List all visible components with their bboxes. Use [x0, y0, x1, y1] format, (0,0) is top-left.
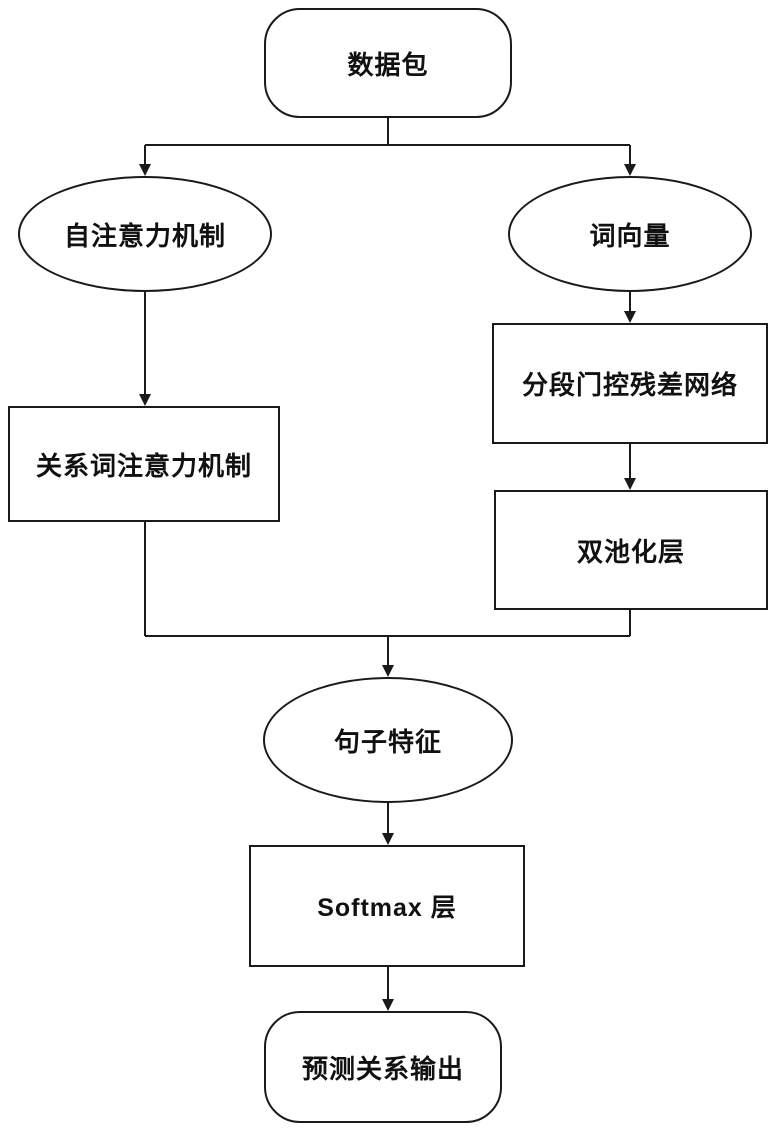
- node-prediction-output: 预测关系输出: [264, 1011, 502, 1123]
- node-word-vector: 词向量: [508, 176, 752, 292]
- node-sentence-features-label: 句子特征: [334, 722, 442, 759]
- node-piecewise-gated-residual-label: 分段门控残差网络: [522, 365, 738, 402]
- node-dual-pooling-label: 双池化层: [577, 532, 685, 569]
- node-self-attention-label: 自注意力机制: [64, 216, 226, 253]
- node-softmax-layer-label: Softmax 层: [317, 888, 457, 924]
- node-data-packet: 数据包: [264, 8, 512, 118]
- node-data-packet-label: 数据包: [347, 45, 428, 82]
- node-prediction-output-label: 预测关系输出: [302, 1049, 464, 1086]
- node-word-vector-label: 词向量: [589, 216, 670, 253]
- node-piecewise-gated-residual: 分段门控残差网络: [492, 323, 768, 444]
- node-softmax-layer: Softmax 层: [249, 845, 525, 967]
- node-relation-word-attention: 关系词注意力机制: [8, 406, 280, 522]
- node-sentence-features: 句子特征: [263, 677, 513, 803]
- node-dual-pooling: 双池化层: [494, 490, 768, 610]
- node-self-attention: 自注意力机制: [18, 176, 272, 292]
- node-relation-word-attention-label: 关系词注意力机制: [36, 446, 252, 483]
